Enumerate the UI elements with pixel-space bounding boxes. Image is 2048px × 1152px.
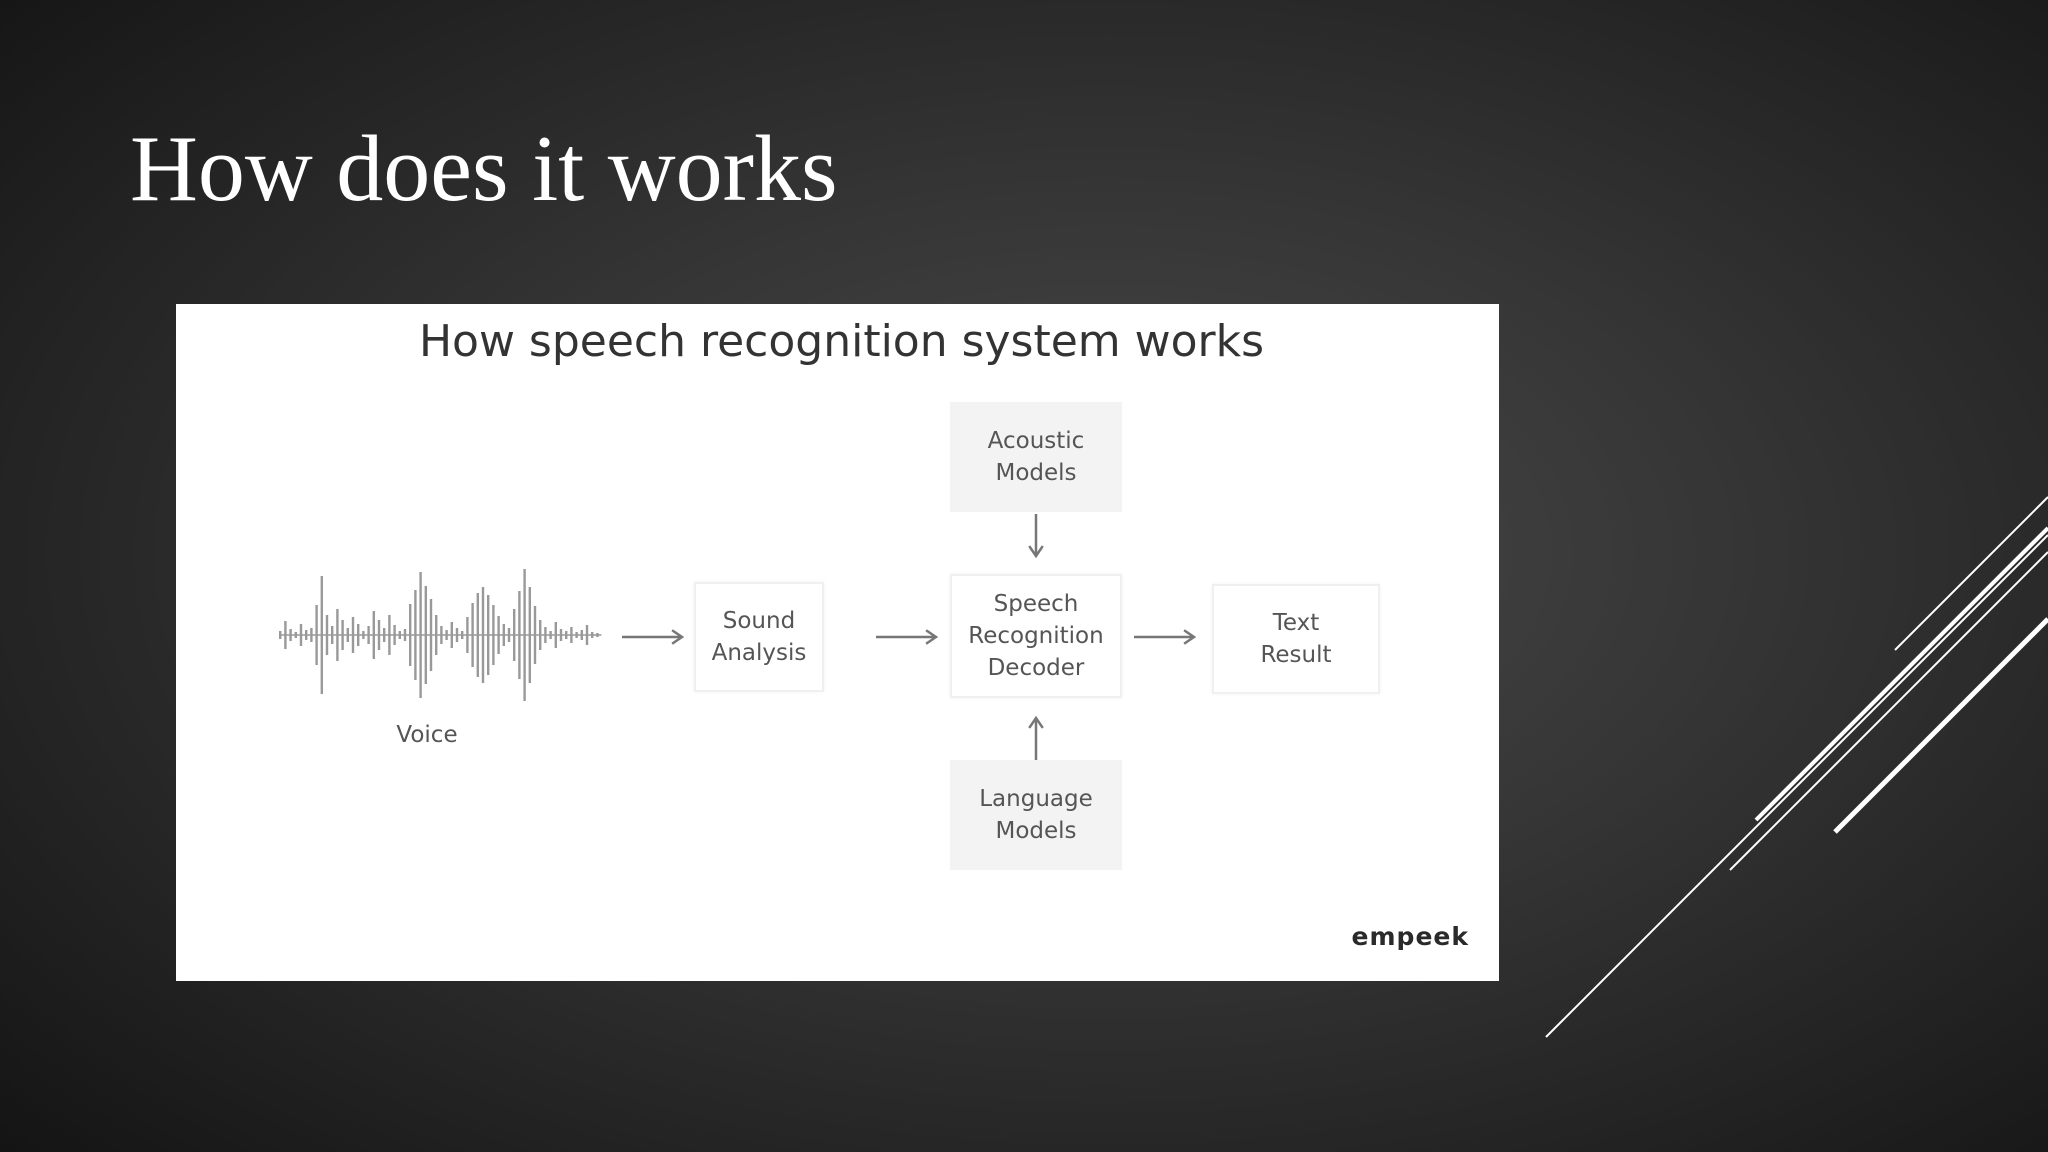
arrow-acoustic-to-decoder bbox=[1028, 514, 1044, 559]
node-acoustic-models: Acoustic Models bbox=[950, 402, 1122, 512]
arrow-decoder-to-text bbox=[1134, 629, 1197, 645]
voice-label: Voice bbox=[396, 722, 458, 748]
voice-waveform-icon bbox=[279, 569, 602, 701]
node-language-models: Language Models bbox=[950, 760, 1122, 870]
deco-line-2 bbox=[1754, 526, 2048, 822]
node-text-result: Text Result bbox=[1212, 584, 1380, 694]
arrow-language-to-decoder bbox=[1028, 715, 1044, 762]
node-sound-analysis: Sound Analysis bbox=[694, 582, 824, 692]
diagram-connectors bbox=[279, 514, 1197, 762]
diagram-figure: How speech recognition system works Voic… bbox=[176, 304, 1499, 981]
arrow-voice-to-sound bbox=[622, 629, 685, 645]
deco-line-1 bbox=[1894, 496, 2048, 651]
deco-line-3 bbox=[1729, 551, 2048, 871]
diagram-title: How speech recognition system works bbox=[418, 316, 1265, 367]
empeek-logo: empeek bbox=[1351, 922, 1469, 951]
deco-line-5 bbox=[1545, 534, 2048, 1038]
node-speech-recognition-decoder: Speech Recognition Decoder bbox=[950, 574, 1122, 698]
slide-title: How does it works bbox=[130, 117, 838, 221]
arrow-sound-to-decoder bbox=[876, 629, 939, 645]
flow-arrows bbox=[622, 514, 1197, 762]
deco-line-4 bbox=[1833, 617, 2048, 834]
